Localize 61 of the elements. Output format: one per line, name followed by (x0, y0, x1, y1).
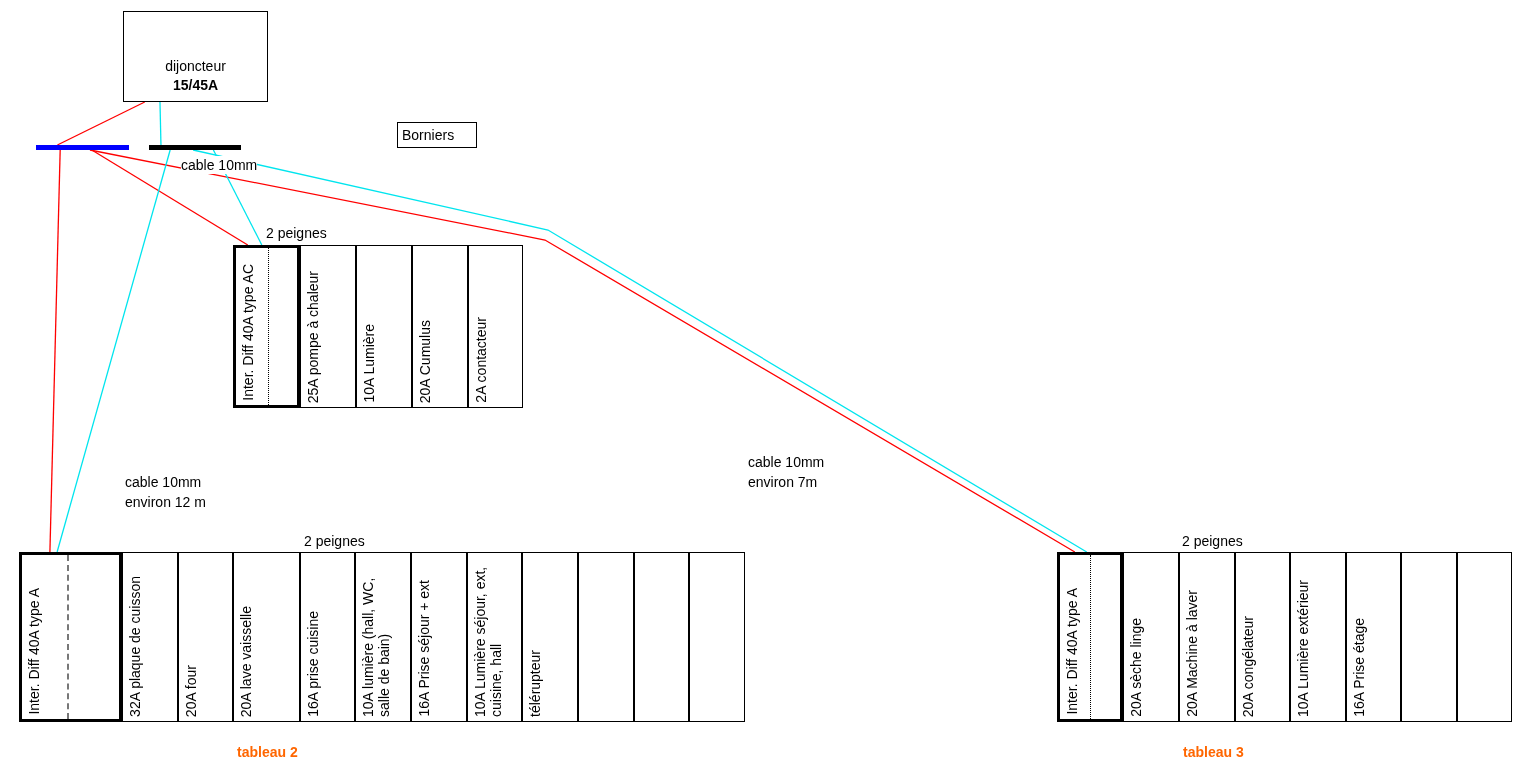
annotation-text: 2 peignes (1182, 532, 1243, 550)
busbar (149, 145, 241, 150)
module-label: 10A lumière (hall, WC, salle de bain) (360, 576, 392, 717)
breaker-module (1123, 552, 1179, 722)
module-label: 10A Lumière (361, 324, 377, 403)
breaker-module (355, 552, 411, 722)
module-label: 20A lave vaisselle (238, 605, 254, 717)
breaker-module (300, 245, 356, 408)
wire (49, 149, 61, 553)
breaker-module (356, 245, 412, 408)
differential-switch-module (233, 245, 300, 408)
module-label: 32A plaque de cuisson (127, 576, 143, 717)
module-label: 20A Machine à laver (1184, 590, 1200, 717)
module-label: 20A congélateur (1240, 615, 1256, 717)
wire (91, 149, 249, 246)
terminal-label: Borniers (402, 126, 455, 144)
breaker-module (122, 552, 178, 722)
busbar (36, 145, 129, 150)
breaker-module (178, 552, 233, 722)
breaker-label: dijoncteur (165, 57, 226, 76)
annotation-text: cable 10mm (181, 156, 258, 174)
module-label: 20A four (183, 664, 199, 717)
differential-switch-module (1057, 552, 1123, 722)
empty-module-slot (634, 552, 689, 722)
module-label: 20A Cumulus (417, 319, 433, 403)
breaker-module (233, 552, 300, 722)
module-label: 16A prise cuisine (305, 611, 321, 717)
module-label: Inter. Diff 40A type A (26, 588, 42, 715)
breaker-module (1235, 552, 1290, 722)
terminal-label-box (397, 122, 477, 148)
breaker-module (1290, 552, 1346, 722)
wire (56, 149, 171, 553)
module-label: 2A contacteur (473, 317, 489, 403)
module-label: 25A pompe à chaleur (305, 270, 321, 403)
module-label: 10A Lumière extérieur (1295, 580, 1311, 717)
module-label: 16A Prise étage (1351, 618, 1367, 717)
annotation-text: 2 peignes (304, 532, 365, 550)
breaker-module (522, 552, 578, 722)
breaker-module (411, 552, 467, 722)
breaker-module (467, 552, 522, 722)
breaker-module (468, 245, 523, 408)
breaker-box (123, 11, 268, 102)
breaker-module (1179, 552, 1235, 722)
empty-module-slot (1457, 552, 1512, 722)
annotation-text: 2 peignes (266, 224, 327, 242)
empty-module-slot (1401, 552, 1457, 722)
module-label: Inter. Diff 40A type AC (240, 264, 256, 401)
breaker-module (412, 245, 468, 408)
breaker-module (1346, 552, 1401, 722)
wire (159, 101, 162, 146)
breaker-module (300, 552, 355, 722)
module-label: 20A sèche linge (1128, 618, 1144, 717)
empty-module-slot (689, 552, 745, 722)
module-label: Inter. Diff 40A type A (1064, 588, 1080, 715)
module-label: 10A Lumière séjour, ext, cuisine, hall (472, 565, 504, 717)
wire (56, 101, 146, 146)
module-label: télérupteur (527, 650, 543, 717)
differential-switch-module (19, 552, 122, 722)
empty-module-slot (578, 552, 634, 722)
module-label: 16A Prise séjour + ext (416, 580, 432, 717)
rating-label: 15/45A (172, 76, 219, 95)
